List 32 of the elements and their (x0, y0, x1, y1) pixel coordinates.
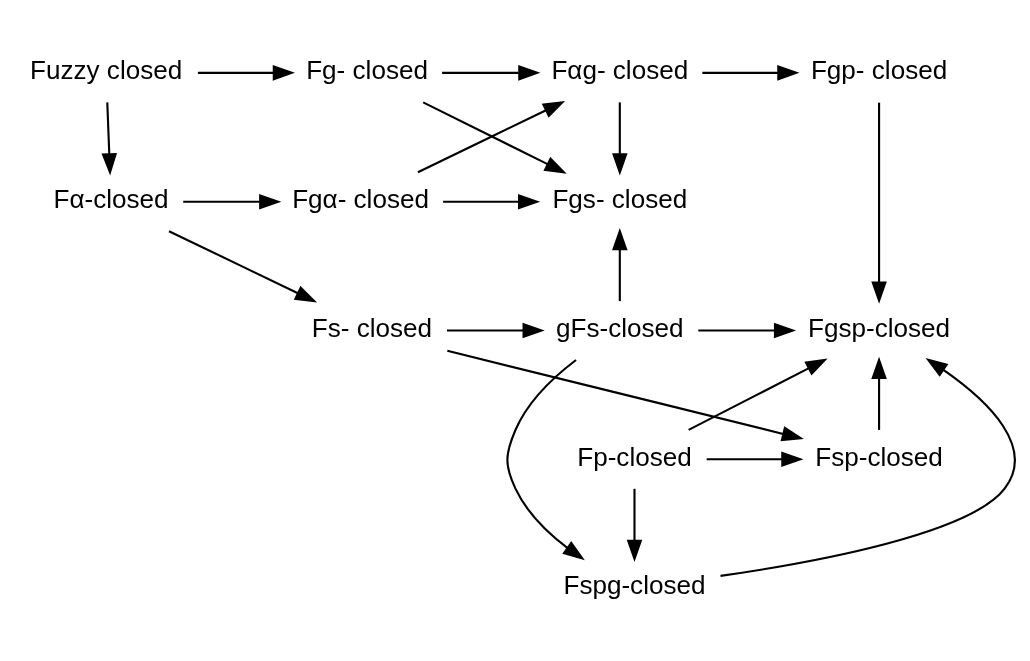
arrow (612, 227, 628, 302)
node-text: Fα-closed (53, 183, 169, 214)
arrow (871, 356, 887, 430)
arrow (871, 102, 887, 304)
arrow (168, 230, 318, 303)
arrow (447, 322, 545, 339)
arrow (447, 349, 804, 442)
node-text: Fsp-closed (815, 441, 943, 472)
arrow (443, 193, 541, 210)
node-text: Fuzzy closed (30, 55, 183, 86)
node-text: Fgp- closed (810, 55, 948, 86)
node-text: gFs-closed (556, 312, 684, 343)
arrow (702, 65, 800, 81)
arrow (183, 193, 282, 210)
arrow (612, 102, 628, 176)
arrow (197, 65, 295, 81)
arrow (442, 65, 541, 81)
arrow (506, 359, 585, 561)
node-text: Fg- closed (306, 55, 428, 86)
arrow (626, 488, 643, 562)
arrow (688, 358, 828, 431)
node-text: Fspg-closed (563, 570, 706, 601)
node-text: Fαg- closed (551, 55, 689, 86)
arrow (101, 102, 117, 176)
node-text: Fgα- closed (292, 183, 429, 214)
node-text: Fgs- closed (552, 183, 688, 214)
arrow (698, 322, 797, 339)
node-text: Fp-closed (577, 441, 692, 472)
arrow (706, 451, 804, 468)
node-text: Fgsp-closed (808, 312, 951, 343)
arrow (720, 358, 1016, 577)
node-text: Fs- closed (311, 312, 433, 343)
